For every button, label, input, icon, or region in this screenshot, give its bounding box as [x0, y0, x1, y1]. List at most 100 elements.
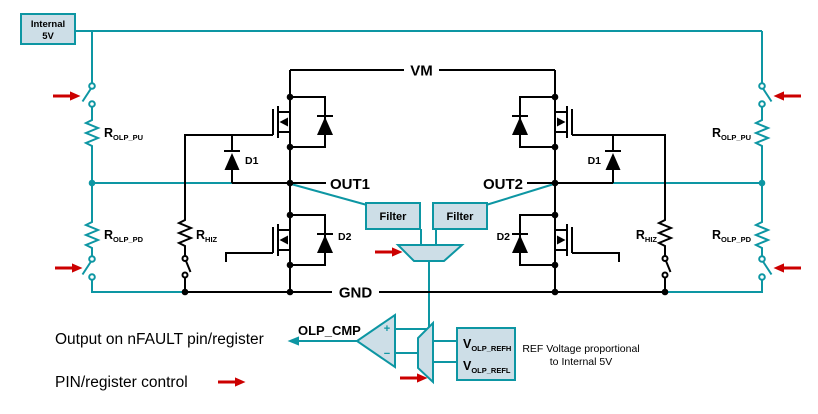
teal-wiring [75, 30, 763, 363]
legend-pin-control-text: PIN/register control [55, 374, 188, 391]
left-gate-hiz-wire [184, 134, 273, 218]
rhiz-sub: HIZ [205, 235, 218, 244]
gnd-label: GND [339, 285, 373, 302]
rhiz-label-right: RHIZ [636, 228, 658, 244]
d2-label-right: D2 [497, 231, 511, 243]
out1-label: OUT1 [330, 176, 370, 193]
ref-note-line1: REF Voltage proportional [522, 343, 639, 355]
vm-label: VM [410, 63, 433, 80]
internal-5v-label-line1: Internal [31, 19, 65, 30]
volp-refh-sub: OLP_REFH [471, 344, 511, 353]
gnd-node-dot [661, 288, 669, 296]
rolp-pd-base: R [712, 228, 721, 242]
d1-label-right: D1 [588, 155, 602, 167]
comparator-plus-sign: + [384, 323, 390, 335]
right-olp-column-wire [665, 31, 763, 293]
filter-rect [365, 202, 421, 230]
control-arrow-olp-pu-right [772, 89, 803, 103]
olp-pd-switch-left [81, 255, 96, 281]
rolp-pd-sub: OLP_PD [113, 235, 144, 244]
highside-fet-left [272, 92, 334, 152]
d1-clamp-diode-left [224, 135, 240, 183]
control-arrow-olp-pd-left [53, 261, 84, 275]
d1-clamp-diode-right [605, 135, 621, 183]
olp-pd-switch-right [758, 255, 773, 281]
reference-input-wires [433, 340, 457, 363]
rolp-pd-sub: OLP_PD [721, 235, 752, 244]
internal-5v-box: Internal 5V [20, 13, 76, 45]
hiz-switch-right [661, 255, 672, 279]
hiz-switch-left [181, 255, 192, 279]
olp-comparator: + − OLP_CMP [287, 313, 396, 369]
rolp-pu-label-left: ROLP_PU [104, 126, 143, 142]
ref-note-line2: to Internal 5V [550, 356, 612, 368]
control-arrow-olp-pd-right [772, 261, 803, 275]
rhiz-base: R [196, 228, 205, 242]
junction-dots [88, 179, 766, 296]
d2-label-left: D2 [338, 231, 352, 243]
filter-box-right: Filter [432, 202, 488, 230]
comparator-output-arrowhead [287, 336, 299, 346]
rolp-pu-resistor-left [85, 117, 99, 149]
filter-label: Filter [380, 211, 408, 223]
rolp-pu-sub: OLP_PU [113, 133, 143, 142]
lowside-fet-right [511, 210, 573, 270]
volp-refl-base: V [463, 359, 472, 373]
legend-control-arrow [216, 375, 247, 389]
rolp-pu-base: R [712, 126, 721, 140]
d1-label-left: D1 [245, 155, 259, 167]
reference-rect [456, 327, 516, 381]
legend-nfault-text: Output on nFAULT pin/register [55, 331, 264, 348]
comparator-minus-sign: − [384, 348, 390, 360]
rolp-pu-resistor-right [755, 117, 769, 149]
reference-select-mux [417, 320, 434, 385]
right-gate-hiz-wire [572, 134, 666, 218]
gnd-node-dot [551, 288, 559, 296]
out2-label: OUT2 [483, 176, 523, 193]
volp-refh-label: VOLP_REFH [463, 337, 511, 353]
rolp-pu-label-right: ROLP_PU [712, 126, 751, 142]
rhiz-label-left: RHIZ [196, 228, 218, 244]
lowside-gate-stub-right [572, 252, 620, 262]
rhiz-base: R [636, 228, 645, 242]
olp-pu-switch-left [81, 82, 96, 108]
internal-5v-label-line2: 5V [42, 31, 54, 42]
olp-cmp-label: OLP_CMP [298, 323, 361, 338]
rhiz-resistor-left [178, 217, 192, 249]
left-olp-column-wire [91, 31, 185, 293]
filter-box-left: Filter [365, 202, 421, 230]
rolp-pd-base: R [104, 228, 113, 242]
rolp-pd-resistor-right [755, 219, 769, 251]
out1-to-filter-wire [290, 183, 368, 206]
rolp-pd-label-right: ROLP_PD [712, 228, 752, 244]
rolp-pd-label-left: ROLP_PD [104, 228, 144, 244]
reference-voltage-box: VOLP_REFH VOLP_REFL [456, 327, 516, 381]
out2-to-filter-wire [485, 183, 555, 206]
control-arrow-reference-mux [398, 371, 429, 385]
lowside-fet-left [272, 210, 334, 270]
mux-to-comparator-wire [396, 261, 430, 330]
volp-refl-label: VOLP_REFL [463, 359, 511, 375]
out1-node-dot [286, 179, 294, 187]
output-select-mux [395, 244, 465, 262]
comparator-triangle [355, 313, 396, 369]
volp-refl-sub: OLP_REFL [471, 366, 511, 375]
black-wiring [184, 69, 666, 293]
d1-triangle [224, 153, 240, 170]
olp-pu-switch-right [758, 82, 773, 108]
right-olp-node-dot [758, 179, 766, 187]
control-arrow-olp-pu-left [51, 89, 82, 103]
rolp-pd-resistor-left [85, 219, 99, 251]
left-olp-node-dot [88, 179, 96, 187]
volp-refh-base: V [463, 337, 472, 351]
d1-triangle [605, 153, 621, 170]
gnd-node-dot [181, 288, 189, 296]
out2-node-dot [551, 179, 559, 187]
gnd-node-dot [286, 288, 294, 296]
control-arrow-output-mux [373, 245, 404, 259]
rolp-pu-base: R [104, 126, 113, 140]
lowside-gate-stub-left [225, 252, 273, 262]
rhiz-sub: HIZ [645, 235, 658, 244]
